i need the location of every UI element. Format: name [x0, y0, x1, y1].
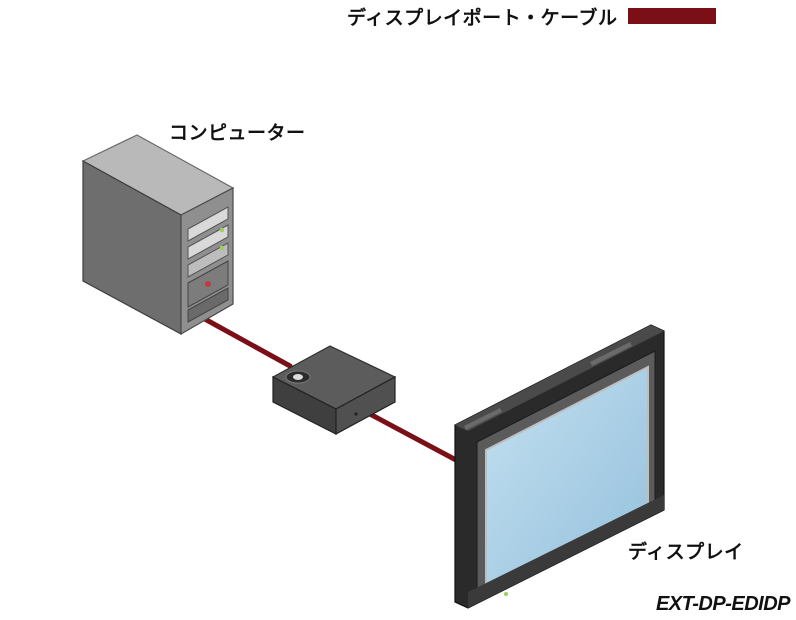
model-label: EXT-DP-EDIDP — [655, 593, 791, 615]
display-icon — [454, 324, 665, 609]
cable-extender-to-display — [365, 410, 459, 463]
cable-computer-to-extender — [200, 315, 293, 369]
computer-icon — [81, 134, 235, 336]
extender-box-icon — [271, 345, 397, 436]
display-label: ディスプレイ — [628, 541, 744, 563]
legend-cable-label: ディスプレイポート・ケーブル — [347, 6, 618, 29]
legend: ディスプレイポート・ケーブル — [347, 4, 716, 29]
computer-label: コンピューター — [169, 122, 306, 144]
legend-cable-swatch — [627, 8, 716, 24]
